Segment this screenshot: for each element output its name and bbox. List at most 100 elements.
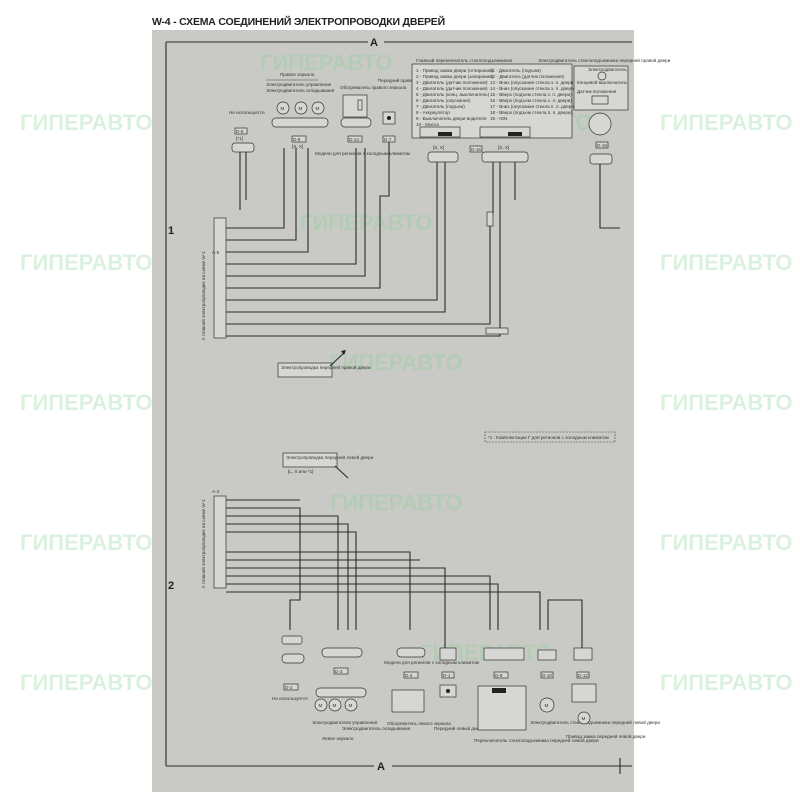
label-right-mirror: Правое зеркало [280, 72, 315, 77]
svg-text:M: M [281, 106, 285, 111]
svg-text:12 - Двигатель (датчик положен: 12 - Двигатель (датчик положения) [490, 74, 565, 79]
watermark: ГИПЕРАВТО [330, 490, 462, 515]
connector-label: D-10 [542, 673, 552, 678]
connector-label: D-12 [578, 673, 588, 678]
svg-text:2 - Привод замка двери (запира: 2 - Привод замка двери (запирание) [416, 74, 494, 79]
watermark: ГИПЕРАВТО [660, 110, 792, 135]
connector-label: D-14 [349, 137, 359, 142]
label-left-door-variant: [L, X или *1] [288, 469, 313, 474]
connector-label: D-18 [597, 143, 607, 148]
label-position-sensor: Датчик положения [577, 89, 617, 94]
connector-label: D-1 [443, 673, 451, 678]
middle-section: К главной электропроводке на схеме W-1 A… [200, 217, 616, 479]
svg-text:8 - Аккумулятор: 8 - Аккумулятор [416, 110, 450, 115]
svg-text:9 - Выключатель двери водителя: 9 - Выключатель двери водителя [416, 116, 487, 121]
connector-label: D-9 [495, 673, 503, 678]
connector-variant: [S, X] [498, 145, 509, 150]
connector-label: A-5 [212, 250, 220, 255]
label-not-used: Не используется [229, 110, 265, 115]
svg-text:M: M [319, 703, 323, 708]
svg-text:19 - IGN: 19 - IGN [490, 116, 507, 121]
connector-label: D-6 [236, 129, 244, 134]
svg-text:15 - Вверх (подъем стекла з. п: 15 - Вверх (подъем стекла з. п. двери) [490, 92, 572, 97]
row-marker-2: 2 [168, 580, 174, 592]
column-marker-top: A [370, 37, 378, 49]
svg-text:5 - Двигатель (конц. выключате: 5 - Двигатель (конц. выключатель) [416, 92, 490, 97]
svg-text:10 - Масса: 10 - Масса [416, 122, 439, 127]
diagram-sheet [152, 30, 634, 792]
connector-label: D-2 [285, 685, 293, 690]
frame: A A 1 2 [165, 37, 632, 774]
label-limit-switch: Концевой выключатель [577, 79, 627, 85]
label-cold-models: Модели для регионов с холодным климатом [384, 660, 479, 665]
label-front-left-speaker: Передний левый динамик [434, 725, 490, 731]
connector-label: D-3 [335, 669, 343, 674]
watermark: ГИПЕРАВТО [330, 350, 462, 375]
label-mirror-motor-control: Электродвигатель управления [266, 82, 332, 87]
watermark: ГИПЕРАВТО [20, 110, 152, 135]
label-left-door-wiring: Электропроводка передней левой двери [286, 454, 374, 460]
watermark: ГИПЕРАВТО [660, 530, 792, 555]
connector-label: D-16 [471, 147, 481, 152]
watermark: ГИПЕРАВТО [300, 210, 432, 235]
svg-text:M: M [545, 703, 549, 708]
svg-text:11 - Двигатель (подъем): 11 - Двигатель (подъем) [490, 68, 541, 73]
watermark: ГИПЕРАВТО [660, 390, 792, 415]
svg-text:16 - Вверх (подъем стекла з. л: 16 - Вверх (подъем стекла з. л. двери) [490, 98, 572, 103]
svg-text:14 - Вниз (опускание стекла з.: 14 - Вниз (опускание стекла з. л. двери) [490, 86, 576, 91]
svg-text:M: M [582, 716, 586, 721]
watermark: ГИПЕРАВТО [20, 250, 152, 275]
label-front-right-speaker: Передний правый динамик [378, 77, 437, 83]
svg-text:M: M [349, 703, 353, 708]
watermark: ГИПЕРАВТО [260, 50, 392, 75]
main-switch-pin-list: 1 - Привод замка двери (отпирание) 2 - П… [416, 68, 576, 127]
label-right-mirror-heater: Обогреватель правого зеркала [340, 85, 407, 90]
connector-label: D-7 [384, 137, 392, 142]
label-front-left-lock-actuator: Привод замка передней левой двери [566, 733, 646, 739]
label-mirror-motor-fold: Электродвигатель складывания [266, 88, 335, 93]
label-motor: Электродвигатель [588, 67, 627, 72]
connector-label: D-8 [293, 137, 301, 142]
label-not-used: Не используется [272, 696, 308, 701]
label-to-main-wiring-1: К главной электропроводке на схеме W-1 [200, 251, 206, 340]
svg-text:4 - Двигатель (датчик положени: 4 - Двигатель (датчик положения) [416, 86, 488, 91]
watermark: ГИПЕРАВТО [20, 530, 152, 555]
svg-text:13 - Вниз (опускание стекла з.: 13 - Вниз (опускание стекла з. п. двери) [490, 80, 575, 85]
top-section: Не используется D-6 [*1] Правое зеркало … [226, 57, 671, 337]
page-title: W-4 - СХЕМА СОЕДИНЕНИЙ ЭЛЕКТРОПРОВОДКИ Д… [152, 16, 445, 28]
svg-text:17 - Вниз (опускание стекла п.: 17 - Вниз (опускание стекла п. п. двери) [490, 104, 576, 109]
label-left-mirror: Левое зеркало [322, 736, 354, 741]
svg-text:18 - Вверх (подъем стекла п. п: 18 - Вверх (подъем стекла п. п. двери) [490, 110, 572, 115]
svg-text:3 - Двигатель (датчик положени: 3 - Двигатель (датчик положения) [416, 80, 488, 85]
label-mirror-motor-control: Электродвигатели управления [312, 720, 378, 725]
watermark: ГИПЕРАВТО [660, 250, 792, 275]
connector-variant: [S, X] [292, 144, 303, 149]
svg-text:M: M [299, 106, 303, 111]
connector-variant: [*1] [236, 136, 243, 141]
label-main-switch: Главный переключатель стеклоподъемников [416, 57, 513, 63]
label-left-mirror-heater: Обогреватель левого зеркала [387, 721, 451, 726]
column-marker-bottom: A [377, 761, 385, 773]
svg-text:6 - Двигатель (опускание): 6 - Двигатель (опускание) [416, 98, 471, 103]
connector-label: A-4 [212, 489, 220, 494]
label-front-left-window-motor: Электродвигатель стеклоподъемника передн… [530, 719, 660, 725]
watermark: ГИПЕРАВТО [660, 670, 792, 695]
svg-text:M: M [316, 106, 320, 111]
watermark: ГИПЕРАВТО [20, 670, 152, 695]
watermark: ГИПЕРАВТО [20, 390, 152, 415]
footnote: *1 : Комплектации Г для регионов с холод… [488, 435, 609, 440]
bottom-section: К главной электропроводке на схеме W-1 A… [200, 489, 660, 743]
svg-text:7 - Двигатель (подъем): 7 - Двигатель (подъем) [416, 104, 465, 109]
connector-label: D-4 [405, 673, 413, 678]
label-right-door-wiring: Электропроводка передней правой двери [281, 364, 371, 370]
label-to-main-wiring-2: К главной электропроводке на схеме W-1 [200, 499, 206, 588]
label-cold-models: Модели для регионов с холодным климатом [315, 151, 410, 156]
row-marker-1: 1 [168, 225, 174, 237]
label-mirror-motor-fold: Электродвигатель складывания [342, 726, 411, 731]
watermarks: ГИПЕРАВТО ГИПЕРАВТО ГИПЕРАВТО ГИПЕРАВТО … [20, 50, 792, 695]
connector-variant: [S, X] [433, 145, 444, 150]
label-front-right-window-motor: Электродвигатель стеклоподъемника передн… [538, 57, 671, 63]
